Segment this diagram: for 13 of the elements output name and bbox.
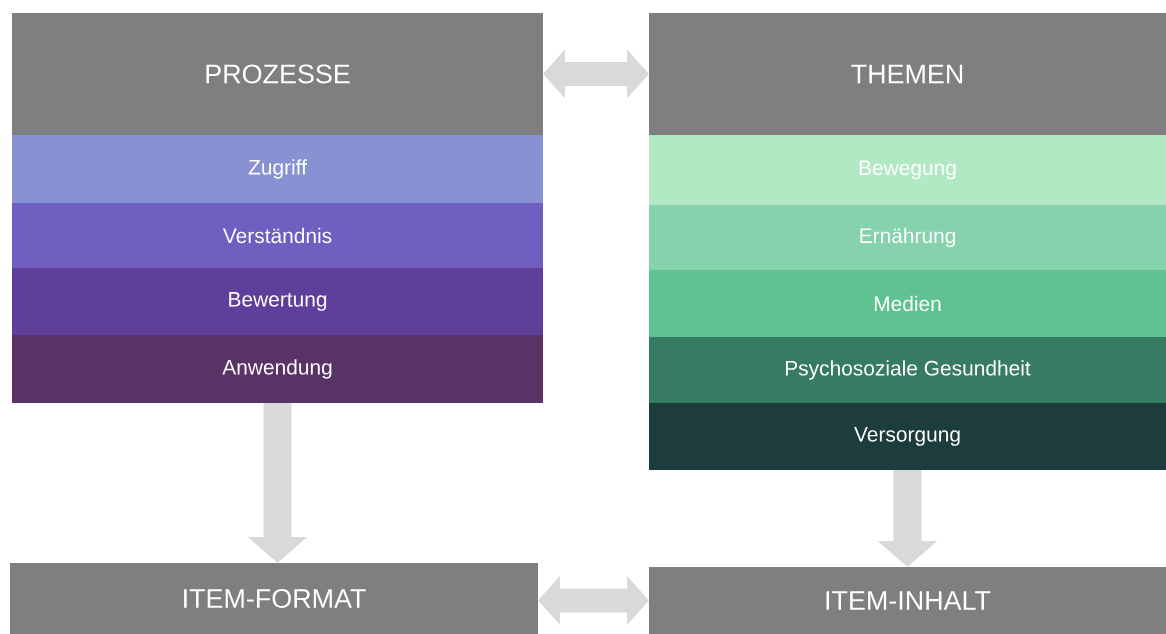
row-band: Zugriff: [12, 135, 543, 203]
row-band: Ernährung: [649, 205, 1166, 270]
row-band: Psychosoziale Gesundheit: [649, 337, 1166, 403]
row-band: Anwendung: [12, 335, 543, 403]
row-band: Bewertung: [12, 268, 543, 335]
header-box: PROZESSE: [12, 13, 543, 135]
row-band: Medien: [649, 270, 1166, 337]
row-band: Versorgung: [649, 403, 1166, 470]
header-box: THEMEN: [649, 13, 1166, 135]
footer-box: ITEM-INHALT: [649, 567, 1166, 634]
row-band: Bewegung: [649, 135, 1166, 205]
row-band: Verständnis: [12, 203, 543, 268]
footer-box: ITEM-FORMAT: [10, 563, 538, 634]
